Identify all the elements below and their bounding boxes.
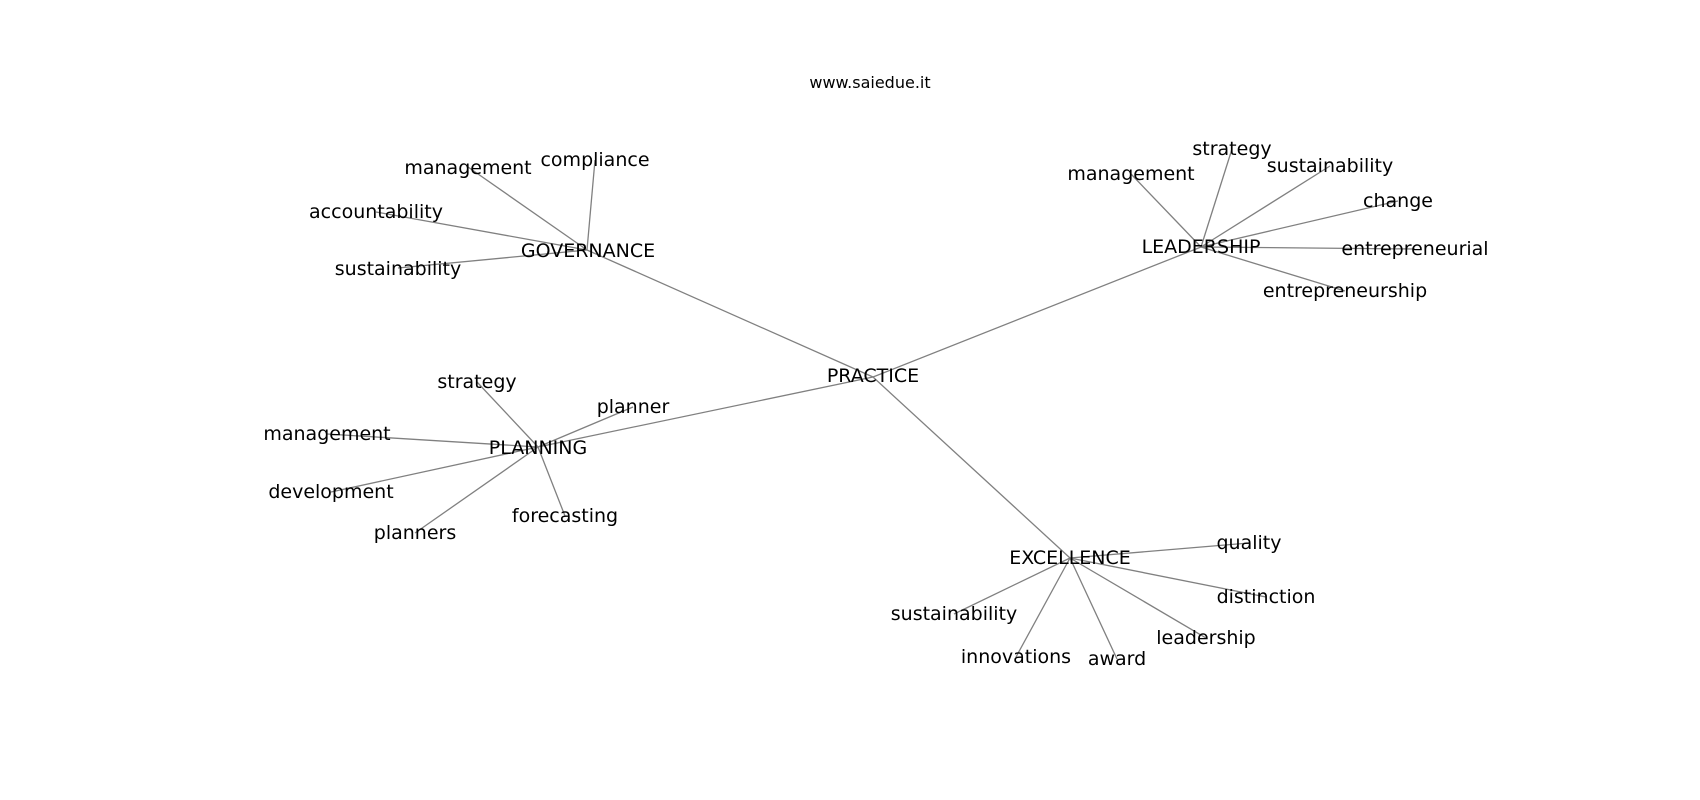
edge-line <box>537 376 874 448</box>
leaf-label: sustainability <box>335 258 462 280</box>
leaf-label: sustainability <box>891 603 1018 625</box>
leaf-label: compliance <box>540 149 649 171</box>
leaf-label: quality <box>1217 532 1282 554</box>
leaf-label: strategy <box>1192 138 1271 160</box>
edge-line <box>1015 557 1071 658</box>
leaf-label: distinction <box>1217 586 1316 608</box>
site-url-label: www.saiedue.it <box>809 73 930 92</box>
edge-line <box>586 159 596 251</box>
edge-line <box>375 211 588 251</box>
edge-line <box>1069 557 1207 639</box>
leaf-label: accountability <box>309 201 443 223</box>
edge-line <box>1200 246 1416 250</box>
hub-label-excellence: EXCELLENCE <box>1009 547 1131 569</box>
hub-governance: GOVERNANCE management compliance account… <box>309 149 655 280</box>
leaf-label: change <box>1363 190 1433 212</box>
root-node-label: PRACTICE <box>827 365 919 387</box>
leaf-label: management <box>404 157 531 179</box>
edge-line <box>586 249 874 378</box>
edge-line <box>397 249 588 269</box>
leaf-label: entrepreneurship <box>1263 280 1427 302</box>
leaf-label: management <box>263 423 390 445</box>
edge-line <box>414 446 539 534</box>
edges-layer <box>326 148 1416 660</box>
edge-line <box>872 246 1202 378</box>
edge-line <box>330 446 539 493</box>
edge-line <box>1200 148 1233 248</box>
hub-excellence: EXCELLENCE quality distinction leadershi… <box>891 532 1316 670</box>
leaf-label: forecasting <box>512 505 618 527</box>
hub-label-governance: GOVERNANCE <box>521 240 655 262</box>
edge-line <box>1069 557 1118 660</box>
edge-line <box>1130 173 1202 248</box>
leaf-label: sustainability <box>1267 155 1394 177</box>
leaf-label: planner <box>597 396 670 418</box>
leaf-label: award <box>1088 648 1146 670</box>
edge-line <box>476 381 539 448</box>
leaf-label: management <box>1067 163 1194 185</box>
hub-planning: PLANNING strategy planner management dev… <box>263 371 669 544</box>
edge-line <box>537 406 634 448</box>
edge-line <box>1069 557 1267 598</box>
edge-line <box>1200 246 1346 292</box>
edge-line <box>1069 542 1250 559</box>
hub-leadership: LEADERSHIP management strategy sustainab… <box>1067 138 1488 302</box>
edge-line <box>467 166 588 251</box>
leaf-label: development <box>268 481 393 503</box>
leaf-label: entrepreneurial <box>1341 238 1488 260</box>
edge-line <box>872 376 1071 559</box>
edge-line <box>326 433 539 448</box>
leaf-label: innovations <box>961 646 1071 668</box>
leaf-label: leadership <box>1156 627 1255 649</box>
leaf-label: planners <box>374 522 456 544</box>
edge-line <box>953 557 1071 615</box>
edge-line <box>1200 165 1331 248</box>
leaf-label: strategy <box>437 371 516 393</box>
hub-label-leadership: LEADERSHIP <box>1142 236 1261 258</box>
hub-label-planning: PLANNING <box>489 437 587 459</box>
edge-line <box>1200 200 1399 248</box>
edge-line <box>537 446 566 517</box>
